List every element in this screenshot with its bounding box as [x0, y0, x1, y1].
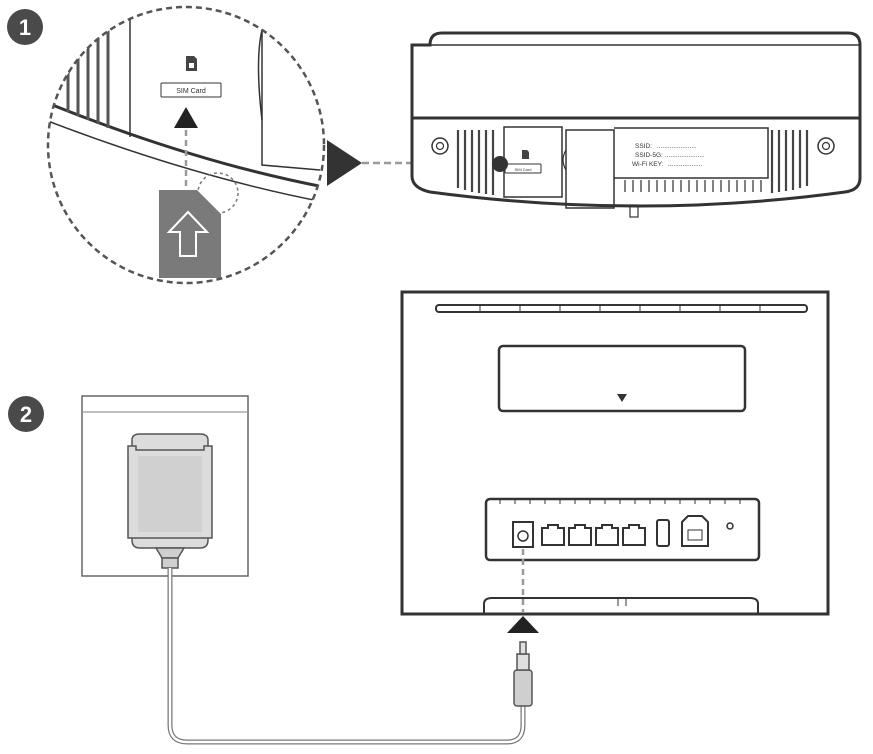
- router-bottom-view: SIM Card SSID: ...................... SS…: [410, 31, 862, 218]
- cut-corner-highlight: [197, 172, 239, 214]
- svg-text:SSID-5G:: SSID-5G:: [635, 152, 663, 159]
- svg-text:SIM Card: SIM Card: [515, 167, 532, 172]
- svg-text:......................: ......................: [657, 143, 697, 150]
- usb-port: [656, 519, 670, 547]
- svg-text:SIM Card: SIM Card: [176, 88, 206, 95]
- router-back-view: [400, 290, 830, 616]
- svg-text:......................: ......................: [665, 152, 705, 159]
- triangle-right-icon: [327, 140, 362, 186]
- bottom-slots: [624, 180, 762, 192]
- lan-ports: [541, 524, 646, 546]
- step-1-badge: 1: [7, 9, 43, 45]
- svg-text:2: 2: [20, 402, 32, 427]
- triangle-up-icon: [507, 616, 539, 633]
- svg-text:Wi-Fi KEY:: Wi-Fi KEY:: [632, 161, 664, 168]
- svg-text:SSID:: SSID:: [635, 143, 652, 150]
- triangle-up-icon: [174, 107, 198, 128]
- vent-slots-zoomed: [66, 20, 110, 128]
- arrow-up-icon: [166, 210, 210, 257]
- router-info-label: SSID: ...................... SSID-5G: ..…: [632, 143, 705, 168]
- sim-card: [159, 190, 221, 278]
- step-2-badge: 2: [8, 396, 44, 432]
- screw-right: [817, 137, 835, 155]
- svg-text:...................: ...................: [668, 161, 703, 168]
- sim-card-slot-small: SIM Card: [504, 163, 542, 174]
- sim-slot-highlight-dot: [492, 156, 508, 172]
- reset-hole: [726, 522, 734, 530]
- power-adapter: [127, 433, 213, 569]
- sim-card-icon-small: [522, 150, 529, 159]
- sim-card-icon: [186, 56, 197, 71]
- ports-panel: [484, 497, 761, 562]
- vent-slots-right: [770, 130, 809, 193]
- screw-left: [431, 137, 449, 155]
- dc-plug: [513, 641, 533, 707]
- vent-slots-left: [456, 130, 495, 195]
- zoom-detail-circle: SIM Card: [46, 5, 326, 285]
- sim-card-slot-zoomed: SIM Card: [160, 82, 222, 98]
- svg-text:1: 1: [19, 15, 31, 40]
- triangle-down-icon: [617, 394, 627, 402]
- phone-port: [681, 515, 709, 547]
- power-port: [512, 521, 534, 548]
